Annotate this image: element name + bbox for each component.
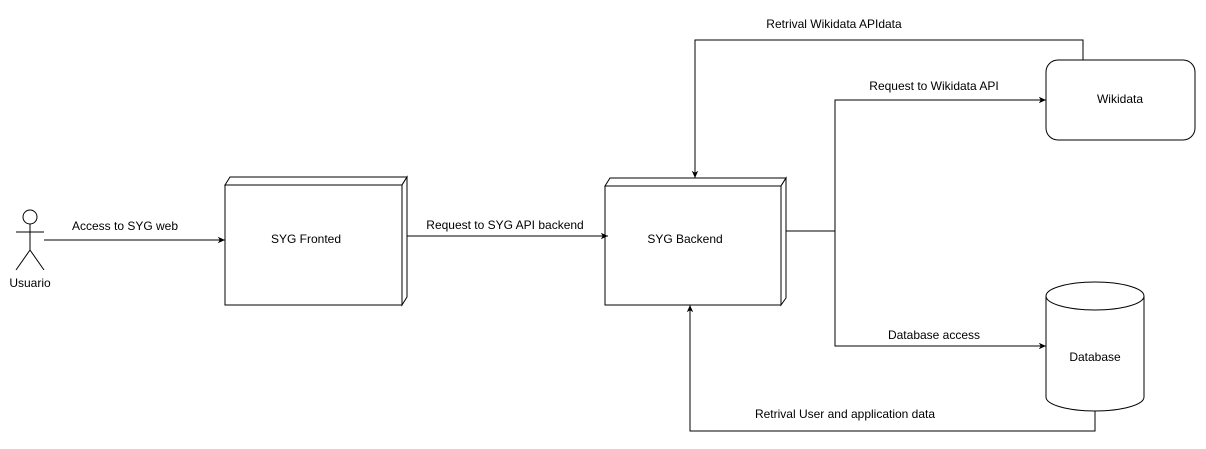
- edge-retrival-wikidata-label: Retrival Wikidata APIdata: [766, 17, 902, 31]
- edge-request-wikidata[interactable]: Request to Wikidata API: [834, 79, 1046, 231]
- actor-left-leg: [15, 249, 31, 271]
- edge-request-wikidata-line: [834, 96, 1046, 231]
- edge-database-access[interactable]: Database access: [834, 231, 1046, 350]
- database-label: Database: [1069, 350, 1121, 364]
- edge-retrival-wikidata[interactable]: Retrival Wikidata APIdata: [691, 17, 1084, 178]
- frontend-side-face: [401, 175, 408, 307]
- edge-request-wikidata-label: Request to Wikidata API: [869, 79, 998, 93]
- edge-request-backend-label: Request to SYG API backend: [426, 218, 583, 232]
- edge-database-access-label: Database access: [888, 328, 980, 342]
- database-node[interactable]: Database: [1045, 281, 1145, 412]
- frontend-label: SYG Fronted: [271, 232, 341, 246]
- actor-head: [22, 209, 38, 225]
- backend-front-face: [604, 185, 782, 306]
- backend-label: SYG Backend: [647, 232, 722, 246]
- edge-database-access-line: [834, 231, 1046, 350]
- edge-access-web[interactable]: Access to SYG web: [44, 219, 225, 244]
- wikidata-label: Wikidata: [1097, 92, 1143, 106]
- backend-top-face: [604, 177, 787, 187]
- edge-retrival-user[interactable]: Retrival User and application data: [686, 305, 1096, 432]
- edge-retrival-user-label: Retrival User and application data: [755, 407, 935, 421]
- wikidata-node[interactable]: Wikidata: [1045, 59, 1196, 141]
- actor-right-leg: [29, 249, 45, 271]
- frontend-front-face: [224, 184, 403, 306]
- frontend-node[interactable]: SYG Fronted: [224, 175, 408, 307]
- backend-side-face: [780, 176, 787, 307]
- database-cylinder-top: [1045, 281, 1145, 311]
- usuario-label: Usuario: [9, 276, 51, 290]
- edge-access-web-label: Access to SYG web: [72, 219, 178, 233]
- backend-node[interactable]: SYG Backend: [604, 176, 787, 307]
- edge-request-backend[interactable]: Request to SYG API backend: [407, 218, 608, 240]
- edge-retrival-wikidata-line: [691, 39, 1084, 178]
- frontend-top-face: [224, 176, 408, 186]
- usuario-actor[interactable]: Usuario: [9, 209, 51, 290]
- edge-retrival-user-line: [686, 305, 1096, 432]
- database-cylinder-body: [1045, 296, 1145, 412]
